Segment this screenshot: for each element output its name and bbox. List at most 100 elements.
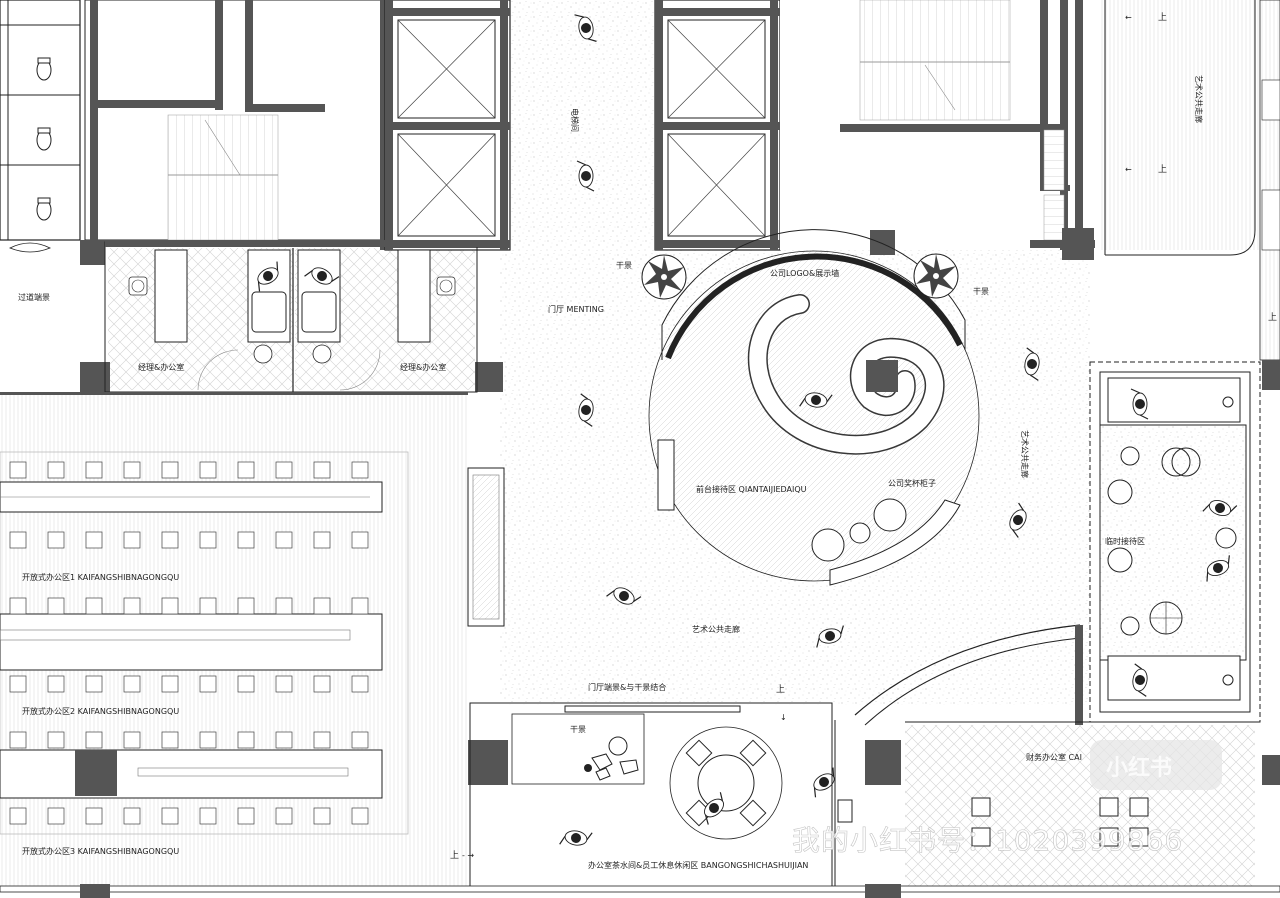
office-chair (237, 531, 255, 549)
office-chair (199, 531, 217, 549)
corridor-floor-right (1030, 250, 1090, 370)
office-chair (237, 597, 255, 615)
office-chair (9, 807, 27, 825)
office-chair (275, 597, 293, 615)
label-logo-wall: 公司LOGO&展示墙 (770, 268, 839, 278)
office-chair (47, 531, 65, 549)
structural-columns (80, 228, 1280, 785)
up-label: 上 (1268, 312, 1277, 323)
watermark-logo-badge (1090, 740, 1222, 790)
office-chair (351, 531, 369, 549)
office-chair (313, 531, 331, 549)
label-passage: 过道端景 (18, 292, 50, 302)
up-label: 上 (1158, 12, 1167, 23)
svg-text:↓: ↓ (780, 713, 787, 722)
office-chair (85, 597, 103, 615)
office-chair (313, 597, 331, 615)
office-chair (161, 461, 179, 479)
label-dry-scape-right: 干景 (973, 287, 989, 296)
office-chair (237, 461, 255, 479)
office-chair (85, 807, 103, 825)
office-chair (199, 461, 217, 479)
corridor-label-top: 艺术公共走廊 (1194, 75, 1204, 123)
svg-text:- →: - → (462, 851, 474, 860)
svg-text:←: ← (1125, 13, 1132, 22)
office-chair (237, 675, 255, 693)
open-office (0, 392, 468, 835)
office-chair (85, 731, 103, 749)
label-open-office-3: 开放式办公区3 KAIFANGSHIBNAGONGQU (22, 846, 179, 856)
office-chair (199, 807, 217, 825)
watermark-logo: 小红书 (1106, 755, 1172, 781)
lobby-floor (505, 0, 655, 250)
office-chair (9, 531, 27, 549)
office-chair (351, 461, 369, 479)
watermark: 小红书 我的小红书号：1020399866 (792, 740, 1222, 857)
office-chair (351, 807, 369, 825)
office-chair (123, 531, 141, 549)
label-trophy-cabinet: 公司奖杯柜子 (888, 478, 936, 488)
elevator-block-left (384, 0, 511, 251)
plant-icon (913, 253, 959, 299)
temp-reception (1089, 361, 1261, 723)
desk-row-2 (0, 613, 383, 671)
label-lobby-endscape: 门厅端景&与干景结合 (588, 682, 666, 692)
label-dry-scape-tea: 干景 (570, 725, 586, 734)
label-pantry: 办公室茶水间&员工休息休闲区 BANGONGSHICHASHUIJIAN (588, 860, 808, 870)
label-open-office-1: 开放式办公区1 KAIFANGSHIBNAGONGQU (22, 572, 179, 582)
office-chair (313, 807, 331, 825)
office-chair (123, 597, 141, 615)
office-chair (161, 531, 179, 549)
office-chair (199, 597, 217, 615)
office-chair (9, 597, 27, 615)
up-label: 上 (450, 850, 459, 861)
office-chair (123, 461, 141, 479)
watermark-text: 我的小红书号：1020399866 (792, 824, 1183, 857)
right-corridor-floor (1100, 0, 1260, 250)
office-chair (123, 807, 141, 825)
office-chair (275, 675, 293, 693)
desk-row-1 (0, 481, 383, 513)
office-chair (275, 531, 293, 549)
office-chair (47, 461, 65, 479)
manager-offices (104, 240, 485, 393)
office-chair (123, 675, 141, 693)
office-chair (47, 675, 65, 693)
toilet-icon (36, 197, 52, 221)
office-chair (313, 461, 331, 479)
office-chair (9, 731, 27, 749)
lobby-bench (467, 467, 505, 627)
label-dry-scape-left: 干景 (616, 261, 632, 270)
reception-area (648, 229, 980, 586)
office-chair (351, 731, 369, 749)
office-chair (313, 731, 331, 749)
toilet-icon (36, 57, 52, 81)
office-chair (85, 675, 103, 693)
label-corridor-bottom: 艺术公共走廊 (692, 624, 740, 634)
office-chair (199, 731, 217, 749)
up-label: 上 (776, 684, 785, 695)
svg-text:←: ← (1125, 165, 1132, 174)
bottom-wall (0, 884, 1280, 898)
office-chair (9, 675, 27, 693)
office-chair (47, 731, 65, 749)
dry-scape-stones (584, 736, 639, 781)
office-chair (351, 597, 369, 615)
label-corridor-mid: 艺术公共走廊 (1020, 430, 1030, 478)
office-chair (85, 531, 103, 549)
office-chair (9, 461, 27, 479)
label-elevator-hall: 电梯间 (570, 108, 580, 132)
label-lobby: 门厅 MENTING (548, 304, 604, 314)
label-temp-reception: 临时接待区 (1105, 536, 1145, 546)
office-chair (199, 675, 217, 693)
finance-office (834, 624, 1260, 890)
restroom-block (0, 0, 81, 241)
office-chair (275, 461, 293, 479)
plant-icon (641, 254, 687, 300)
office-chair (275, 807, 293, 825)
office-chair (161, 597, 179, 615)
office-chair (161, 675, 179, 693)
office-chairs (9, 461, 369, 825)
office-chair (161, 807, 179, 825)
